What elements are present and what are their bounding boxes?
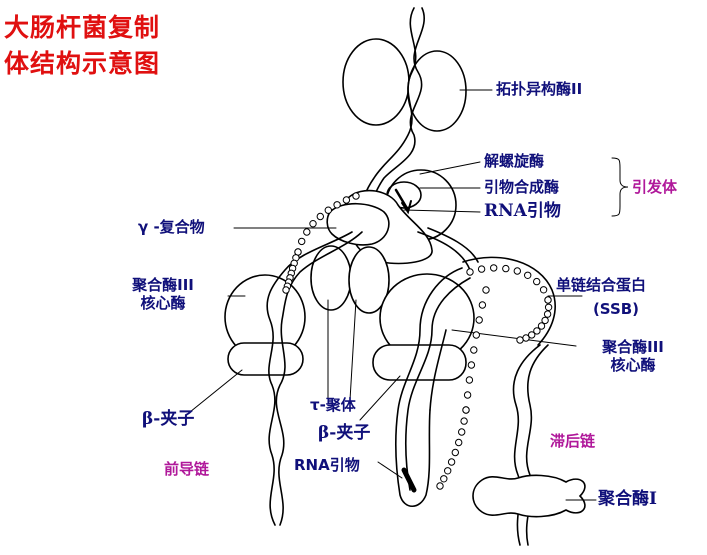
- label-rna-primer-bottom: RNA引物: [294, 456, 360, 474]
- ssb-bead: [490, 264, 498, 272]
- ssb-bead: [436, 482, 444, 490]
- ssb-bead: [470, 346, 478, 354]
- ssb-bead: [467, 361, 476, 369]
- title-line-2: 体结构示意图: [4, 49, 161, 78]
- ssb-bead: [451, 448, 459, 457]
- label-primosome: 引发体: [632, 178, 678, 196]
- ssb-bead: [465, 376, 474, 384]
- gamma-complex: [326, 202, 390, 246]
- ssb-bead: [352, 192, 360, 200]
- ssb-bead: [298, 237, 306, 246]
- ssb-bead: [537, 322, 546, 330]
- ssb-bead: [472, 331, 480, 339]
- label-rna-primer-top: RNA引物: [484, 201, 561, 221]
- label-ssb-2: (SSB): [592, 300, 640, 318]
- label-pol3-core-left-2: 核心酶: [140, 294, 186, 312]
- label-gamma-complex: γ -复合物: [138, 218, 205, 236]
- ssb-bead: [440, 475, 448, 483]
- okazaki-loop: [395, 267, 471, 508]
- label-beta-clamp-left: β-夹子: [142, 409, 195, 429]
- ssb-bead: [333, 201, 341, 209]
- label-lagging-strand: 滞后链: [550, 432, 596, 450]
- tau-subunit-right: [348, 246, 390, 314]
- tau-subunit-left: [310, 245, 352, 311]
- ssb-bead: [303, 228, 311, 236]
- label-pol1: 聚合酶I: [598, 489, 657, 509]
- label-leading-strand: 前导链: [164, 460, 210, 478]
- ssb-bead: [502, 264, 510, 273]
- label-pol3-core-right-1: 聚合酶III: [602, 338, 664, 356]
- pointer-lines: [189, 89, 629, 501]
- ssb-bead: [309, 220, 317, 228]
- ssb-bead: [543, 310, 552, 318]
- label-helicase: 解螺旋酶: [484, 152, 545, 170]
- ssb-bead: [475, 316, 483, 324]
- rna-primer-arrow: [394, 188, 410, 212]
- ssb-bead: [455, 438, 463, 447]
- rna-primer-bottom-block: [401, 467, 417, 493]
- ssb-bead: [466, 268, 474, 276]
- label-pol3-core-right-2: 核心酶: [610, 356, 656, 374]
- ssb-bead: [282, 286, 290, 294]
- ssb-bead: [544, 296, 552, 304]
- label-primase: 引物合成酶: [484, 178, 560, 196]
- ssb-bead: [513, 267, 521, 275]
- ssb-bead: [539, 286, 548, 294]
- label-pol3-core-left-1: 聚合酶III: [132, 276, 194, 294]
- ssb-bead: [324, 206, 332, 214]
- beta-clamp-right: [372, 344, 467, 381]
- ssb-bead: [522, 334, 530, 342]
- ssb-bead: [463, 391, 472, 399]
- polymerase-1: [472, 474, 586, 518]
- ssb-bead: [482, 286, 490, 294]
- ssb-bead: [533, 277, 541, 286]
- ssb-bead: [524, 271, 532, 279]
- title-line-1: 大肠杆菌复制: [4, 13, 161, 42]
- ssb-bead: [444, 467, 452, 475]
- ssb-bead: [533, 327, 541, 335]
- ssb-bead: [528, 331, 536, 339]
- beta-clamp-left: [227, 342, 304, 376]
- label-tau-dimer: τ-聚体: [310, 396, 356, 414]
- label-ssb-1: 单链结合蛋白: [556, 276, 647, 294]
- topoisomerase-lobe-left: [342, 38, 410, 126]
- ssb-bead: [478, 301, 487, 309]
- label-beta-clamp-right: β-夹子: [318, 423, 371, 443]
- ssb-bead: [460, 417, 468, 425]
- ssb-bead: [544, 303, 553, 311]
- ssb-bead: [516, 336, 524, 344]
- ssb-bead: [477, 265, 486, 273]
- label-topoisomerase: 拓扑异构酶II: [496, 80, 583, 98]
- ssb-bead: [342, 196, 351, 204]
- ssb-beads-top: [282, 192, 360, 294]
- topoisomerase-lobe-right: [407, 50, 467, 132]
- ssb-bead: [462, 406, 470, 414]
- leading-strand-dna: [266, 231, 363, 526]
- ssb-beads: [436, 264, 553, 490]
- ssb-bead: [316, 212, 324, 221]
- ssb-bead: [458, 428, 466, 436]
- ssb-bead: [447, 458, 456, 466]
- ssb-bead: [541, 316, 549, 325]
